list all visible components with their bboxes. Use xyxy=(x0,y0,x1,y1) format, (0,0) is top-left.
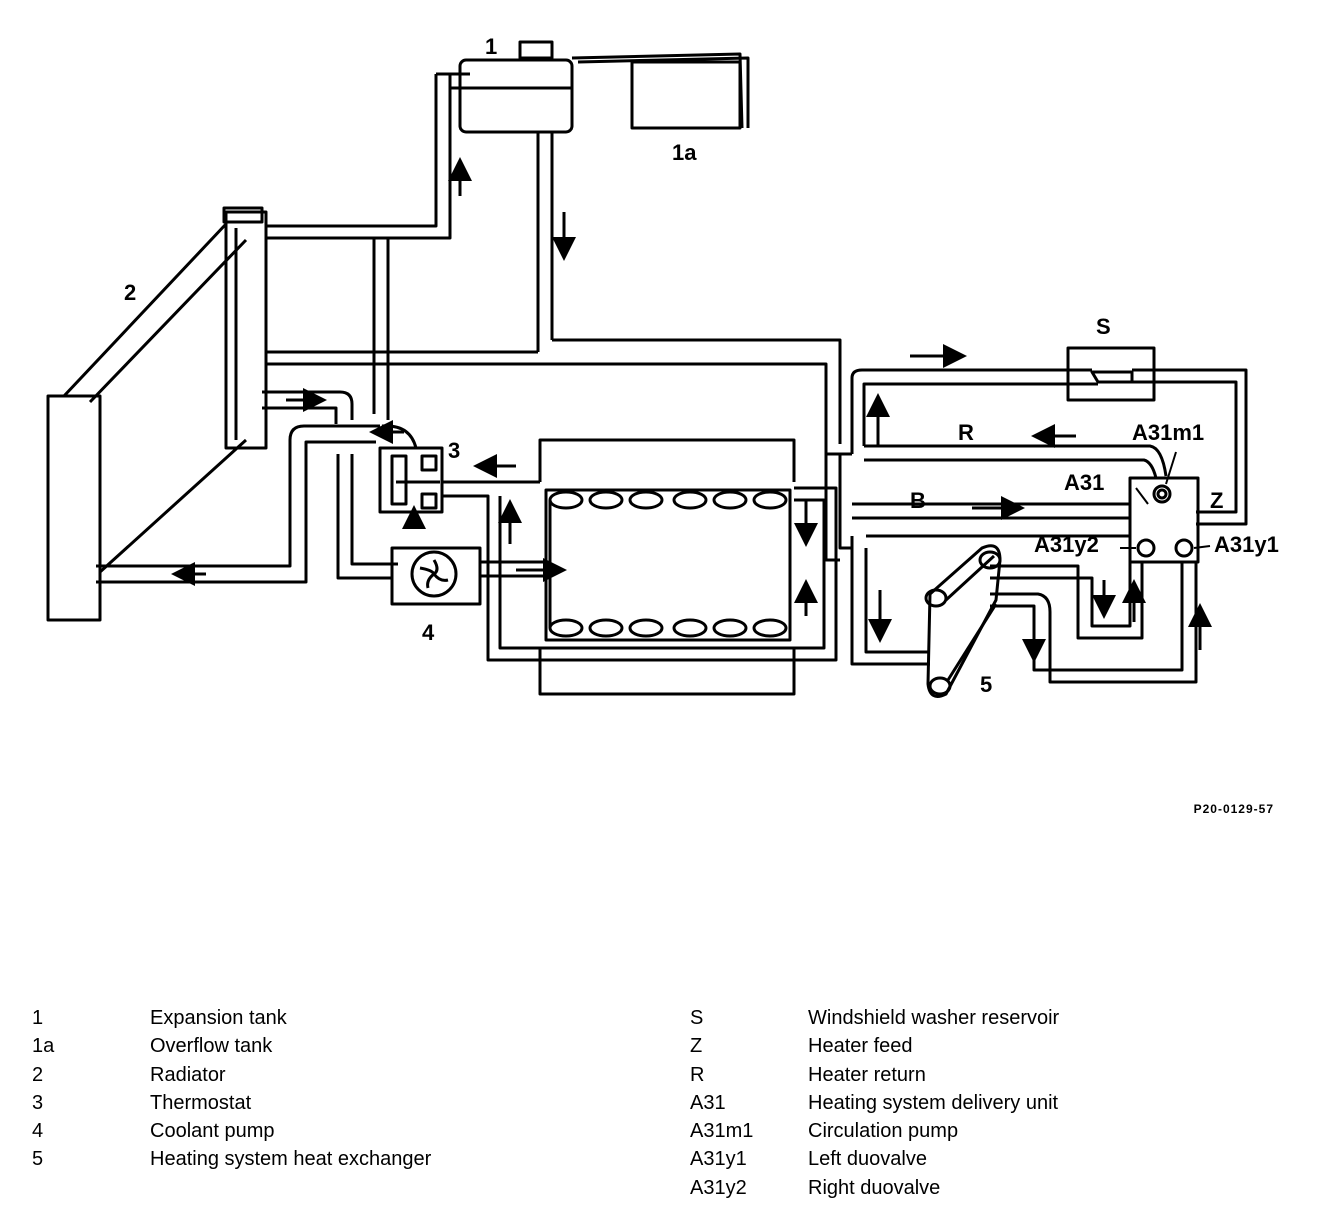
legend-description: Right duovalve xyxy=(808,1176,941,1199)
label-1: 1 xyxy=(485,34,497,59)
legend-key: 1a xyxy=(32,1035,55,1058)
label-R: R xyxy=(958,420,974,445)
label-3: 3 xyxy=(448,438,460,463)
legend-row: 1a Overflow tank xyxy=(32,1032,592,1060)
label-B: B xyxy=(910,488,926,513)
legend-key: Z xyxy=(690,1035,703,1058)
label-2: 2 xyxy=(124,280,136,305)
legend-description: Heating system delivery unit xyxy=(808,1091,1059,1114)
legend-row: R Heater return xyxy=(690,1061,1290,1089)
engine-block xyxy=(442,438,838,696)
legend-key: 5 xyxy=(32,1148,44,1171)
expansion-tank xyxy=(458,40,574,134)
part-labels: 1 1a 2 3 4 5 S R B Z A31 A31m1 A31y1 A31… xyxy=(124,34,1279,697)
legend-key: 4 xyxy=(32,1120,44,1143)
radiator xyxy=(46,206,268,622)
legend-key: R xyxy=(690,1063,705,1086)
legend-row: A31m1 Circulation pump xyxy=(690,1117,1290,1145)
legend-key: A31m1 xyxy=(690,1120,754,1143)
label-5: 5 xyxy=(980,672,992,697)
leader-lines xyxy=(1120,451,1211,549)
legend-key: A31y1 xyxy=(690,1148,747,1171)
legend-key: 3 xyxy=(32,1091,44,1114)
coolant-circuit-diagram: 1 1a 2 3 4 5 S R B Z A31 A31m1 A31y1 A31… xyxy=(46,34,1279,698)
legend-key: A31y2 xyxy=(690,1176,747,1199)
thermostat xyxy=(378,424,444,514)
legend-row: A31y2 Right duovalve xyxy=(690,1174,1290,1202)
heat-exchanger xyxy=(924,544,1002,698)
label-A31m1: A31m1 xyxy=(1132,420,1204,445)
overflow-tank xyxy=(571,52,750,130)
legend-description: Expansion tank xyxy=(150,1007,287,1029)
legend-row: A31 Heating system delivery unit xyxy=(690,1089,1290,1117)
label-S: S xyxy=(1096,314,1111,339)
coolant-pump xyxy=(390,546,482,606)
label-1a: 1a xyxy=(672,140,697,165)
legend-description: Left duovalve xyxy=(808,1148,927,1171)
label-A31: A31 xyxy=(1064,470,1104,495)
heater-circuit xyxy=(824,368,1248,684)
legend-key: 2 xyxy=(32,1063,44,1086)
legend-row: S Windshield washer reservoir xyxy=(690,1004,1290,1032)
legend-description: Radiator xyxy=(150,1063,226,1086)
legend-description: Overflow tank xyxy=(150,1035,273,1058)
flow-arrows xyxy=(171,157,1212,663)
legend-row: Z Heater feed xyxy=(690,1032,1290,1060)
legend-description: Thermostat xyxy=(150,1091,252,1114)
legend-row: 2 Radiator xyxy=(32,1061,592,1089)
legend-description: Windshield washer reservoir xyxy=(808,1007,1060,1029)
legend-key: 1 xyxy=(32,1007,44,1029)
legend-row: 4 Coolant pump xyxy=(32,1117,592,1145)
heating-delivery-unit xyxy=(1128,476,1200,564)
label-A31y2: A31y2 xyxy=(1034,532,1099,557)
washer-reservoir xyxy=(1066,346,1156,402)
legend-description: Heater feed xyxy=(808,1035,913,1058)
label-A31y1: A31y1 xyxy=(1214,532,1279,557)
label-4: 4 xyxy=(422,620,435,645)
legend-description: Coolant pump xyxy=(150,1120,275,1143)
legend-description: Heating system heat exchanger xyxy=(150,1148,432,1171)
legend-row: 3 Thermostat xyxy=(32,1089,592,1117)
legend-row: A31y1 Left duovalve xyxy=(690,1145,1290,1173)
legend-row: 1 Expansion tank xyxy=(32,1004,592,1032)
legend-left: 1 Expansion tank 1a Overflow tank 2 Radiator 3… xyxy=(32,1004,592,1174)
legend-row: 5 Heating system heat exchanger xyxy=(32,1145,592,1173)
figure-code: P20-0129-57 xyxy=(1193,802,1274,816)
label-Z: Z xyxy=(1210,488,1223,513)
coolant-pipes xyxy=(96,72,852,584)
legend-key: S xyxy=(690,1007,704,1029)
legend-key: A31 xyxy=(690,1091,726,1114)
legend-description: Circulation pump xyxy=(808,1120,959,1143)
legend-description: Heater return xyxy=(808,1063,926,1086)
